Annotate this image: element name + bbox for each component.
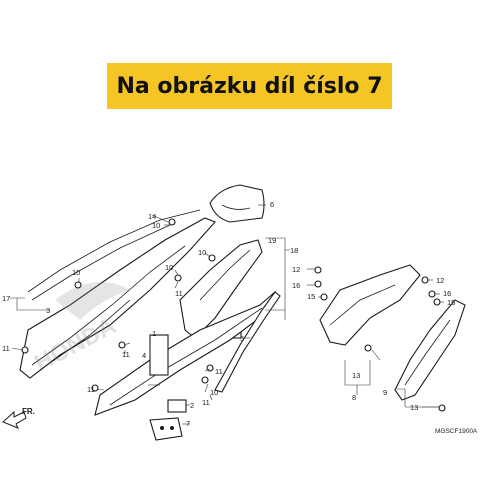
trim-strip-part[interactable] [214, 291, 281, 393]
callout-10a: 10 [152, 221, 160, 230]
callout-2: 2 [190, 401, 194, 410]
direction-label: FR. [22, 407, 35, 416]
callout-labels: 14 10 10 17 3 11 10 11 11 1 4 10 19 18 6… [2, 200, 455, 428]
banner-text: Na obrázku díl číslo 7 [116, 73, 383, 99]
callout-12b: 12 [436, 276, 444, 285]
callout-6: 6 [270, 200, 274, 209]
side-stripe-decal [27, 209, 201, 301]
callout-16b: 16 [443, 289, 451, 298]
front-direction-arrow: FR. [2, 407, 35, 429]
bracket-part-7[interactable] [149, 417, 183, 441]
callout-11c: 11 [122, 350, 130, 359]
callout-13b: 13 [410, 403, 418, 412]
right-seat-cover-part-8[interactable] [319, 264, 421, 346]
callout-13a: 13 [352, 371, 360, 380]
fasteners [21, 218, 446, 412]
callout-8: 8 [352, 393, 356, 402]
callout-15a: 15 [307, 292, 315, 301]
callout-7: 7 [186, 419, 190, 428]
callout-11b: 11 [175, 289, 183, 298]
rear-frame-cover-part[interactable] [179, 239, 263, 339]
callout-18: 18 [290, 246, 298, 255]
leader-lines [10, 204, 444, 425]
callout-10e: 10 [210, 388, 218, 397]
clip-part-2[interactable] [167, 399, 187, 413]
callout-15b: 15 [447, 298, 455, 307]
callout-10d: 10 [198, 248, 206, 257]
bracket-part-1[interactable] [149, 334, 169, 376]
side-cover-left-part[interactable] [19, 217, 216, 379]
callout-10c: 10 [165, 263, 173, 272]
callout-16a: 16 [292, 281, 300, 290]
callout-14: 14 [148, 212, 156, 221]
diagram-code: MGSCF1900A [435, 428, 478, 435]
rear-seat-cowl-part[interactable] [209, 184, 265, 223]
callout-3: 3 [46, 306, 50, 315]
callout-12a: 12 [292, 265, 300, 274]
callout-4: 4 [142, 351, 146, 360]
callout-5: 5 [240, 334, 244, 343]
callout-11d: 11 [87, 385, 95, 394]
callout-10b: 10 [72, 268, 80, 277]
callout-1: 1 [152, 329, 156, 338]
callout-9: 9 [383, 388, 387, 397]
callout-19: 19 [268, 236, 276, 245]
callout-17: 17 [2, 294, 10, 303]
right-side-panel-part-9[interactable] [394, 299, 466, 401]
callout-11a: 11 [2, 344, 10, 353]
callout-11e: 11 [215, 367, 223, 376]
callout-11f: 11 [202, 398, 210, 407]
part-number-banner: Na obrázku díl číslo 7 [107, 63, 392, 109]
